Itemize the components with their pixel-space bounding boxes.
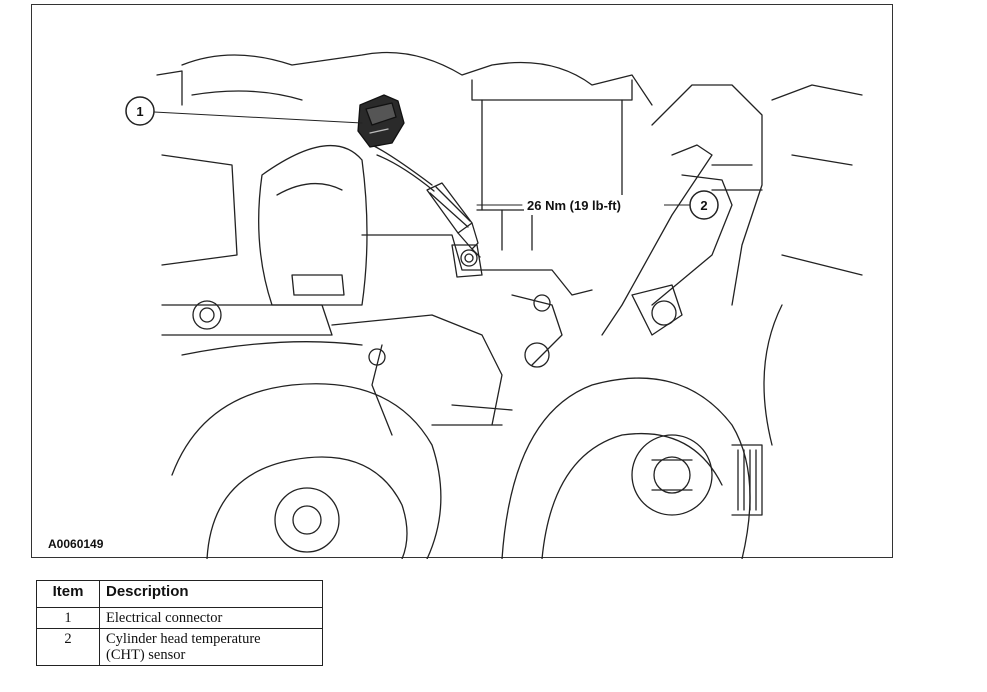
legend-item-number: 1 [36, 607, 100, 629]
engine-illustration: 1 26 Nm (19 lb-ft) 2 [125, 51, 863, 559]
electrical-connector [357, 94, 405, 148]
left-housing [161, 144, 368, 336]
figure-id-label: A0060149 [48, 537, 104, 551]
crank-pulley [171, 383, 442, 559]
legend-description-line: (CHT) sensor [106, 647, 186, 663]
drive-belt [181, 341, 513, 426]
cht-sensor [371, 144, 481, 258]
alternator-pulley [731, 304, 783, 516]
legend-item-description: Electrical connector [99, 607, 323, 629]
legend-header-description: Description [99, 580, 323, 608]
legend-description-line: Cylinder head temperature [106, 631, 261, 647]
legend-description-line: Electrical connector [106, 610, 223, 626]
legend-header-item: Item [36, 580, 100, 608]
table-row: 2 Cylinder head temperature (CHT) sensor [36, 628, 323, 666]
legend-item-number: 2 [36, 628, 100, 666]
torque-spec-label: 26 Nm (19 lb-ft) [527, 198, 621, 213]
callout-1: 1 [125, 96, 155, 126]
table-row: 1 Electrical connector [36, 607, 323, 629]
legend-item-description: Cylinder head temperature (CHT) sensor [99, 628, 323, 666]
legend-header-row: Item Description [36, 580, 323, 608]
accessory-bracket [331, 234, 593, 436]
water-pump-pulley [501, 377, 751, 559]
diagram-frame: 1 26 Nm (19 lb-ft) 2 A0060149 [31, 4, 893, 559]
callout-2: 2 [689, 190, 719, 220]
callout-2-number: 2 [700, 198, 707, 213]
callout-1-leader [153, 111, 363, 124]
callout-1-number: 1 [136, 104, 143, 119]
legend-table: Item Description 1 Electrical connector … [36, 580, 323, 666]
tensioner-arm [601, 84, 863, 336]
engine-top-cover [156, 51, 653, 251]
